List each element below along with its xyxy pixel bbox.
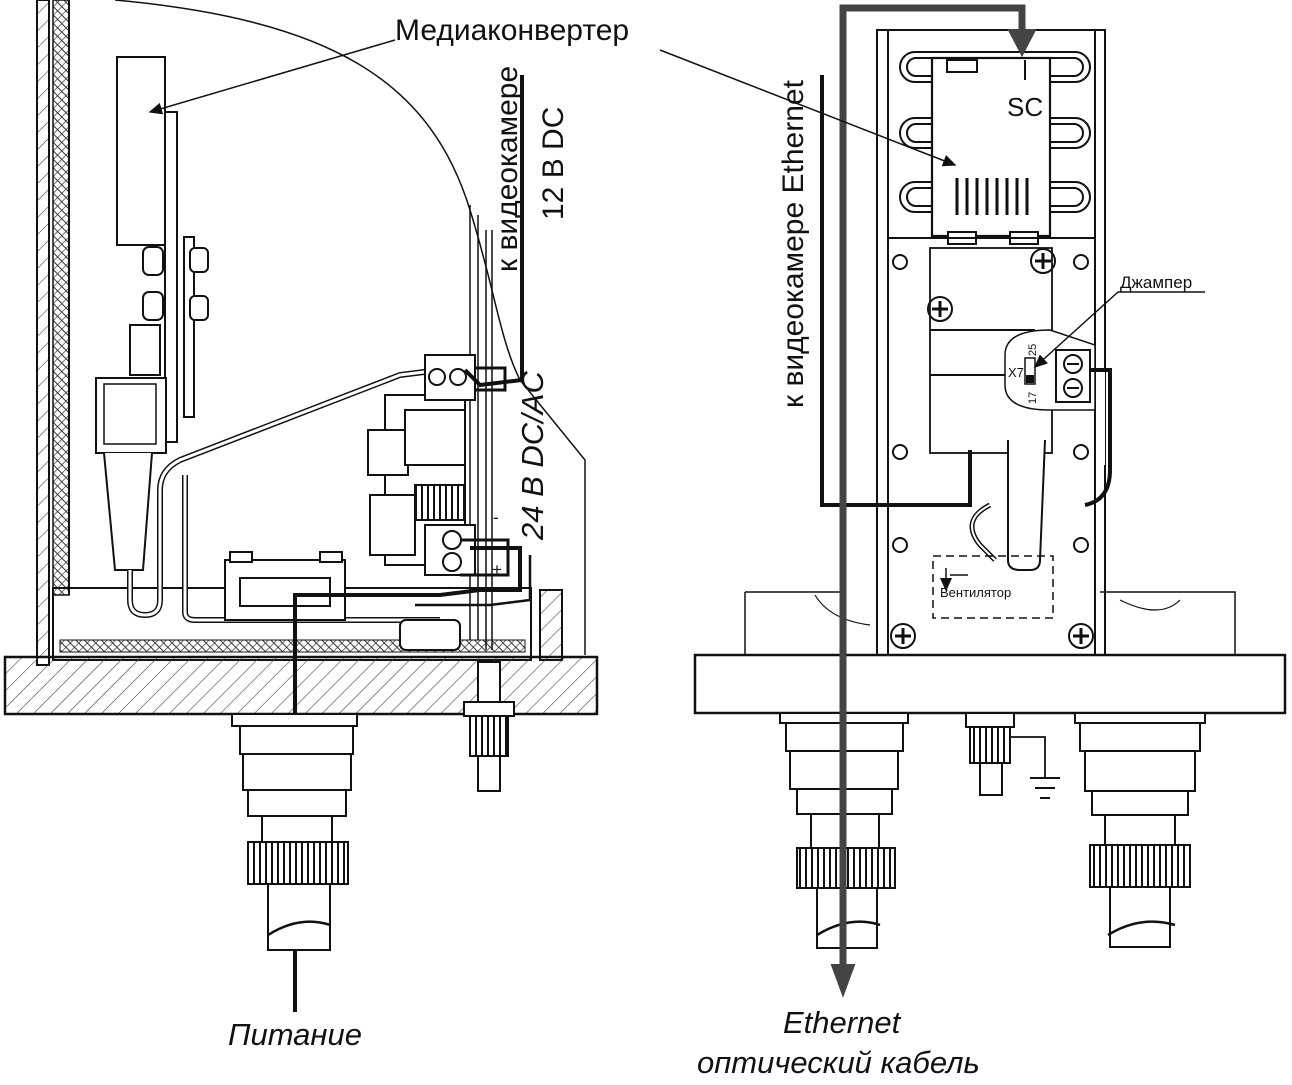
label-24v-dc-ac: 24 В DC/AC <box>515 371 550 541</box>
label-plus: + <box>492 560 502 579</box>
label-pin-25: 25 <box>1027 344 1039 356</box>
labels: Медиаконвертер к видеокамере 12 В DC 24 … <box>228 14 1192 1080</box>
label-fan: Вентилятор <box>940 585 1011 600</box>
label-12v-dc: 12 В DC <box>537 107 570 220</box>
right-view <box>659 4 1287 998</box>
label-ethernet: Ethernet <box>783 1005 902 1040</box>
label-to-camera: к видеокамере <box>491 66 524 272</box>
label-minus: - <box>493 508 499 527</box>
left-view <box>3 0 599 1012</box>
label-sc: SC <box>1007 92 1043 122</box>
label-pin-17: 17 <box>1027 392 1039 404</box>
label-optical-cable: оптический кабель <box>697 1045 980 1080</box>
label-x7: X7 <box>1008 365 1024 380</box>
screw-icon <box>890 248 1094 649</box>
housing-wall-left <box>36 0 50 666</box>
label-jumper: Джампер <box>1120 273 1192 292</box>
label-to-camera-ethernet: к видеокамере Ethernet <box>777 79 810 408</box>
label-power: Питание <box>228 1017 362 1052</box>
label-media-converter: Медиаконвертер <box>395 14 629 47</box>
